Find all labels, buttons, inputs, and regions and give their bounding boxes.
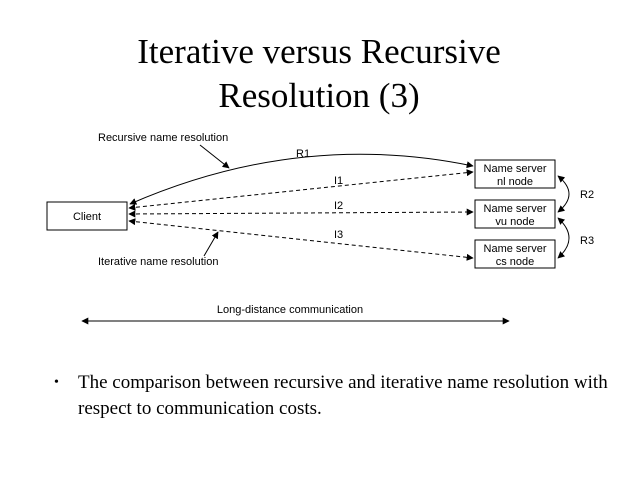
- bullet-item: • The comparison between recursive and i…: [54, 370, 614, 422]
- iterative-caption: Iterative name resolution: [98, 256, 218, 268]
- slide-title: Iterative versus Recursive Resolution (3…: [0, 30, 638, 118]
- title-line-1: Iterative versus Recursive: [137, 32, 501, 71]
- i3-arrow: [128, 218, 474, 261]
- server-cs-line2: cs node: [496, 256, 535, 268]
- r3-label: R3: [580, 235, 594, 247]
- server-cs-node: Name server cs node: [474, 239, 556, 269]
- bullet-symbol: •: [54, 375, 59, 390]
- r2-arrow: [557, 175, 570, 213]
- client-label: Client: [73, 211, 101, 223]
- server-vu-line2: vu node: [495, 216, 534, 228]
- server-nl-line1: Name server: [484, 163, 547, 175]
- bullet-text: The comparison between recursive and ite…: [78, 372, 608, 419]
- i2-arrow: [128, 208, 474, 218]
- client-node: Client: [46, 201, 128, 231]
- r1-label: R1: [296, 148, 310, 160]
- server-vu-node: Name server vu node: [474, 199, 556, 229]
- title-line-2: Resolution (3): [218, 76, 420, 115]
- server-nl-node: Name server nl node: [474, 159, 556, 189]
- i2-label: I2: [334, 200, 343, 212]
- r1-arrow: [129, 153, 474, 205]
- iterative-pointer: [203, 231, 219, 257]
- server-nl-line2: nl node: [497, 176, 533, 188]
- r3-arrow: [557, 217, 570, 259]
- i1-label: I1: [334, 175, 343, 187]
- r2-label: R2: [580, 189, 594, 201]
- server-vu-line1: Name server: [484, 203, 547, 215]
- recursive-pointer: [199, 144, 230, 169]
- i3-label: I3: [334, 229, 343, 241]
- server-cs-line1: Name server: [484, 243, 547, 255]
- i1-arrow: [128, 169, 474, 211]
- recursive-caption: Recursive name resolution: [98, 132, 228, 144]
- distance-caption: Long-distance communication: [217, 304, 363, 316]
